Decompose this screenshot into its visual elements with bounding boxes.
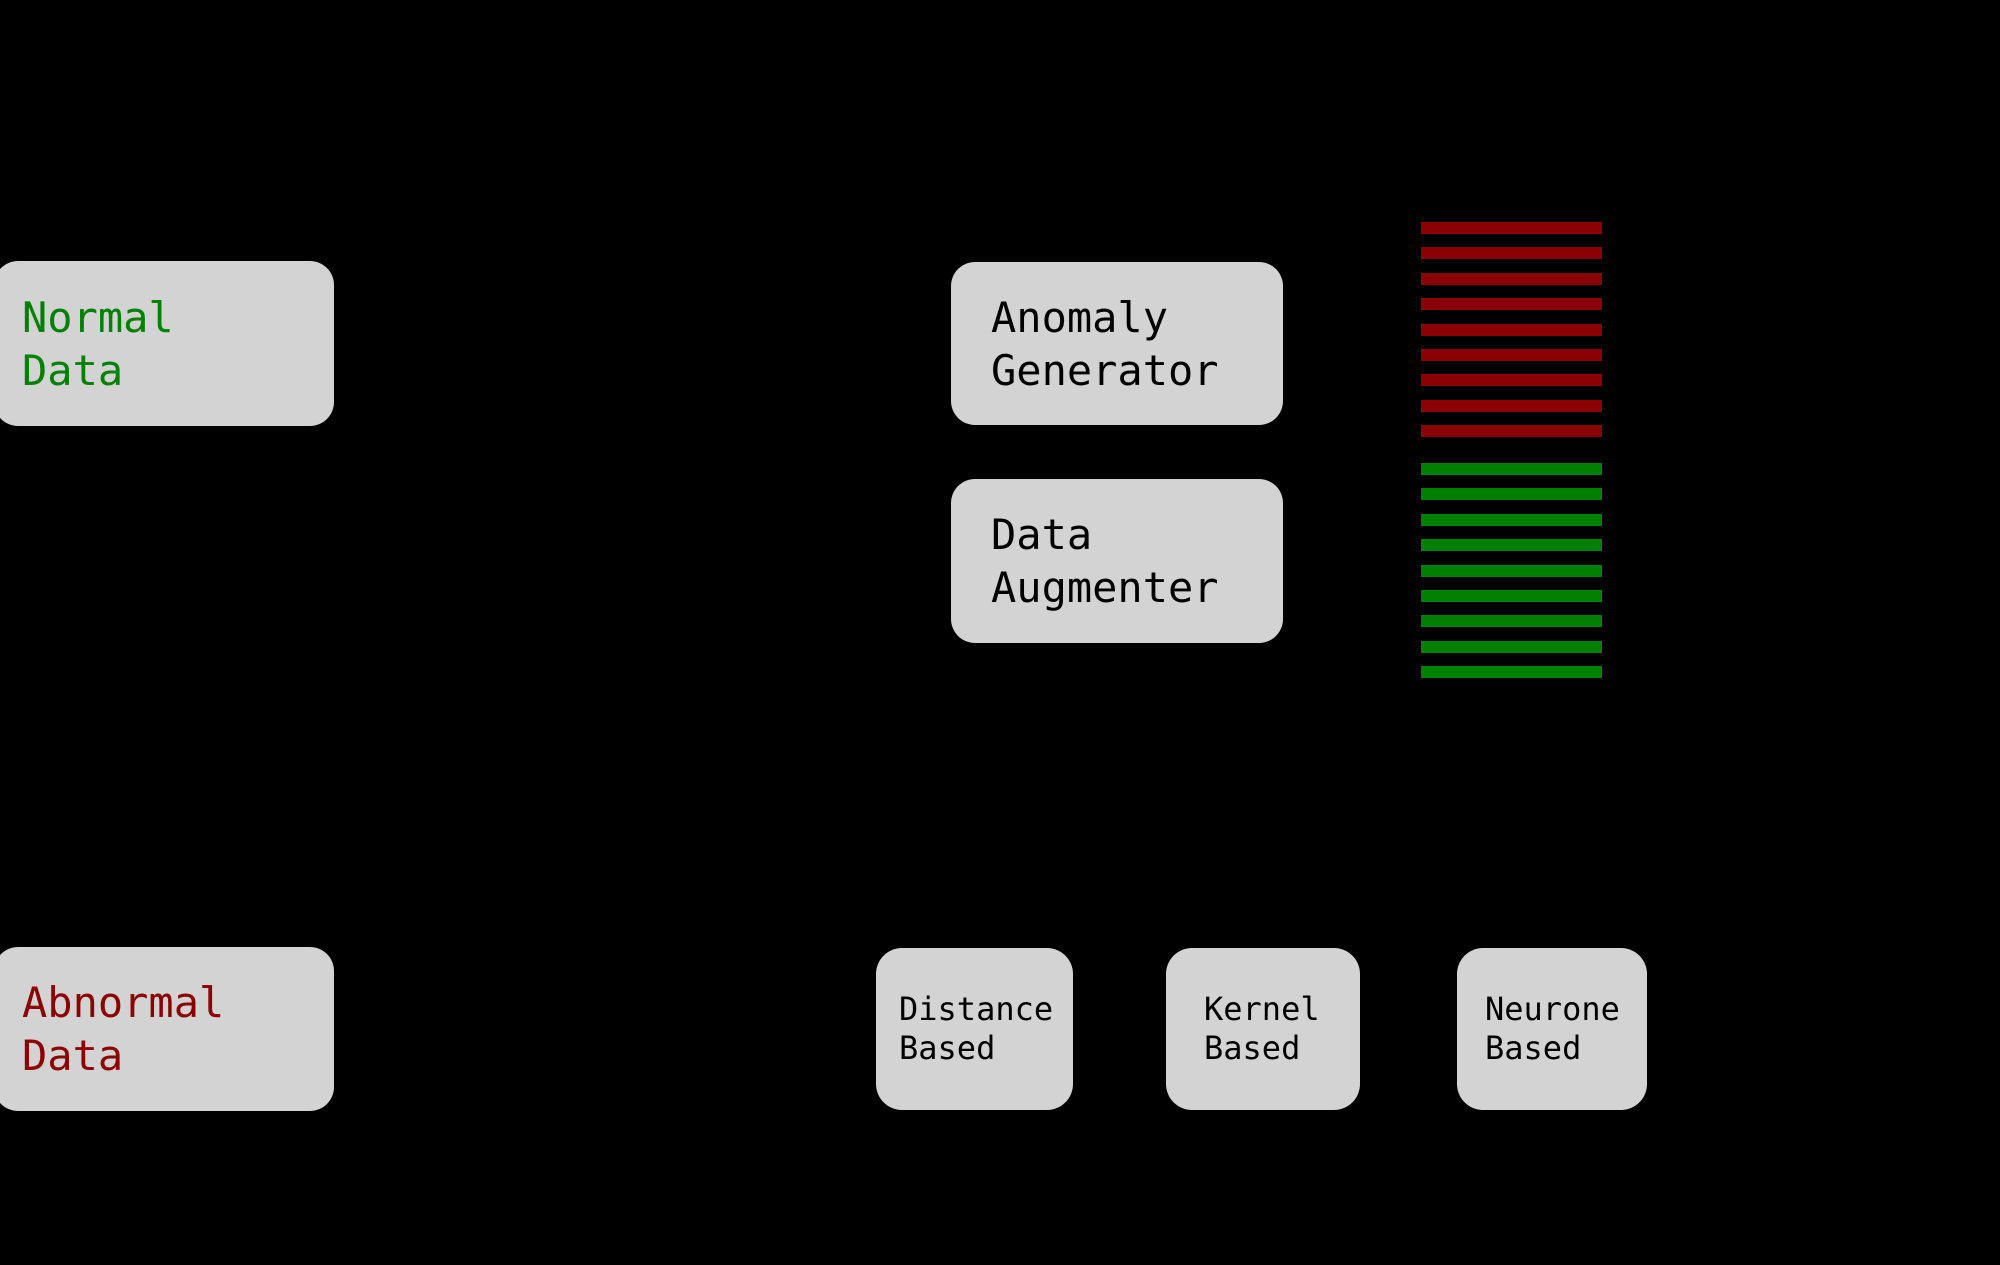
normal-sample-bar — [1421, 640, 1602, 653]
abnormal-sample-bar — [1421, 348, 1602, 361]
normal-sample-bar — [1421, 615, 1602, 628]
normal-sample-bar — [1421, 463, 1602, 475]
abnormal-sample-bars — [1421, 222, 1602, 438]
normal-data-box: Normal Data — [0, 261, 334, 426]
abnormal-data-box: Abnormal Data — [0, 947, 334, 1111]
data-augmenter-box: Data Augmenter — [951, 479, 1283, 643]
normal-sample-bar — [1421, 513, 1602, 526]
normal-sample-bars — [1421, 463, 1602, 679]
abnormal-sample-bar — [1421, 374, 1602, 387]
abnormal-sample-bar — [1421, 399, 1602, 412]
abnormal-sample-bar — [1421, 247, 1602, 260]
normal-sample-bar — [1421, 589, 1602, 602]
anomaly-generator-box: Anomaly Generator — [951, 262, 1283, 425]
normal-sample-bar — [1421, 488, 1602, 501]
abnormal-sample-bar — [1421, 425, 1602, 438]
normal-sample-bar — [1421, 539, 1602, 552]
normal-sample-bar — [1421, 666, 1602, 679]
neurone-based-box: Neurone Based — [1457, 948, 1647, 1110]
abnormal-sample-bar — [1421, 272, 1602, 285]
distance-based-box: Distance Based — [876, 948, 1073, 1110]
abnormal-sample-bar — [1421, 298, 1602, 311]
abnormal-sample-bar — [1421, 323, 1602, 336]
normal-sample-bar — [1421, 564, 1602, 577]
kernel-based-box: Kernel Based — [1166, 948, 1360, 1110]
abnormal-sample-bar — [1421, 222, 1602, 234]
